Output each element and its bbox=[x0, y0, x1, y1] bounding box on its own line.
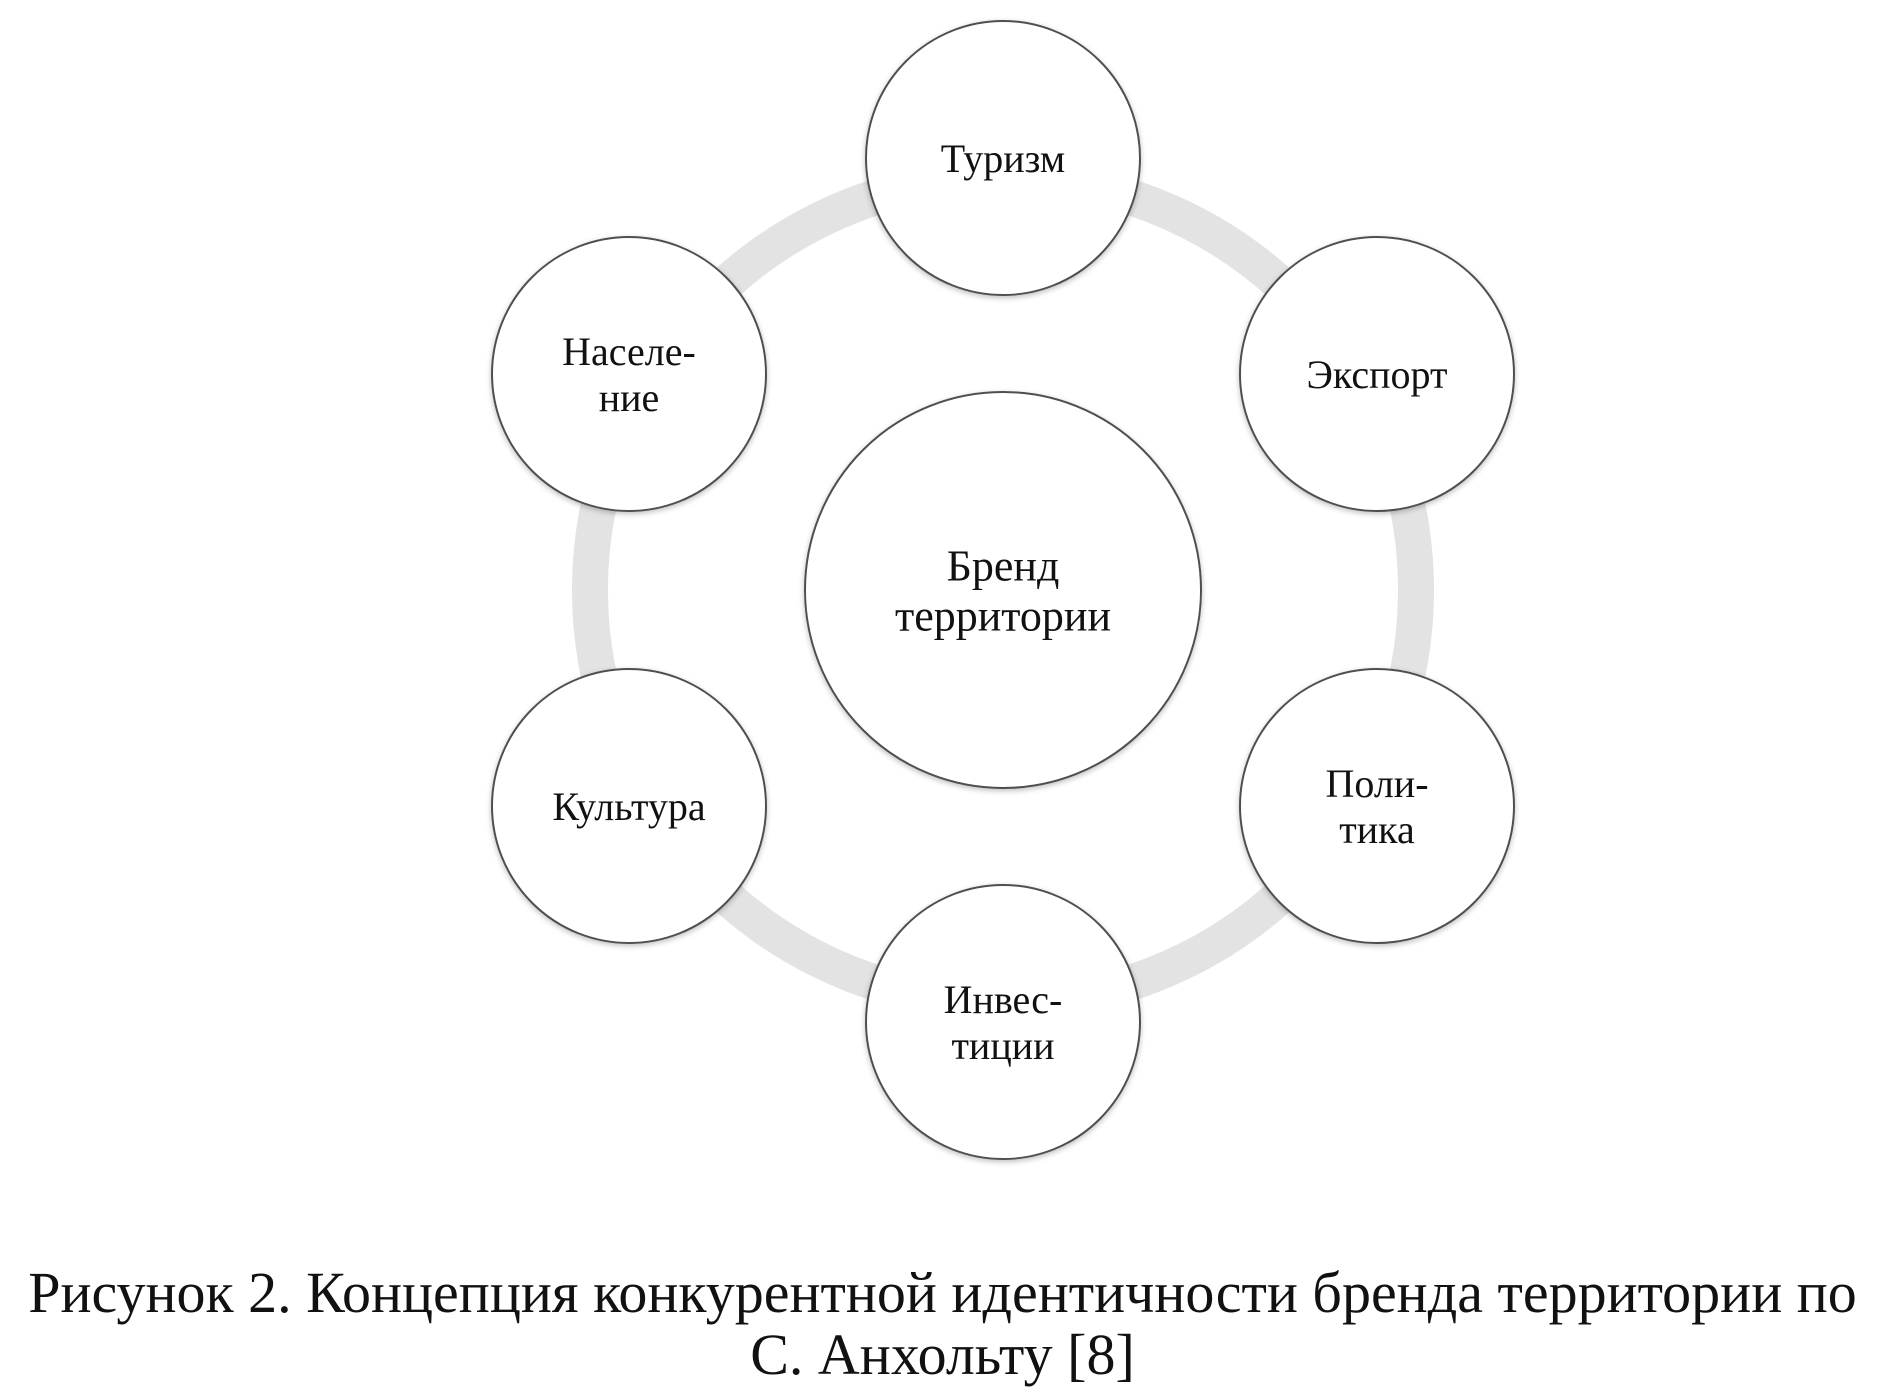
node-label-population-line-2: ние bbox=[599, 375, 660, 420]
node-circle-culture bbox=[491, 668, 767, 944]
node-label-politics-line-2: тика bbox=[1339, 807, 1415, 852]
node-label-export-line-1: Экспорт bbox=[1307, 352, 1448, 397]
node-culture: Культура bbox=[491, 668, 767, 944]
node-label-center-line-2: территории bbox=[895, 591, 1111, 640]
figure-caption-line-1: Рисунок 2. Концепция конкурентной иденти… bbox=[28, 1260, 1857, 1325]
node-export: Экспорт bbox=[1239, 236, 1515, 512]
node-label-tourism-line-1: Туризм bbox=[941, 136, 1065, 181]
figure-caption-line-2: С. Анхольту [8] bbox=[750, 1322, 1135, 1387]
node-label-population-line-1: Населе- bbox=[562, 329, 696, 374]
node-label-investments-line-1: Инвес- bbox=[944, 977, 1063, 1022]
node-label-politics-line-1: Поли- bbox=[1325, 761, 1428, 806]
node-circle-tourism bbox=[865, 20, 1141, 296]
node-circle-export bbox=[1239, 236, 1515, 512]
node-population: Населе-ние bbox=[491, 236, 767, 512]
node-circle-population bbox=[491, 236, 767, 512]
node-label-culture-line-1: Культура bbox=[552, 784, 706, 829]
node-label-center-line-1: Бренд bbox=[947, 541, 1060, 590]
node-label-investments-line-2: тиции bbox=[951, 1023, 1054, 1068]
node-investments: Инвес-тиции bbox=[865, 884, 1141, 1160]
node-circle-politics bbox=[1239, 668, 1515, 944]
node-circle-center bbox=[804, 391, 1202, 789]
node-politics: Поли-тика bbox=[1239, 668, 1515, 944]
node-circle-investments bbox=[865, 884, 1141, 1160]
node-tourism: Туризм bbox=[865, 20, 1141, 296]
